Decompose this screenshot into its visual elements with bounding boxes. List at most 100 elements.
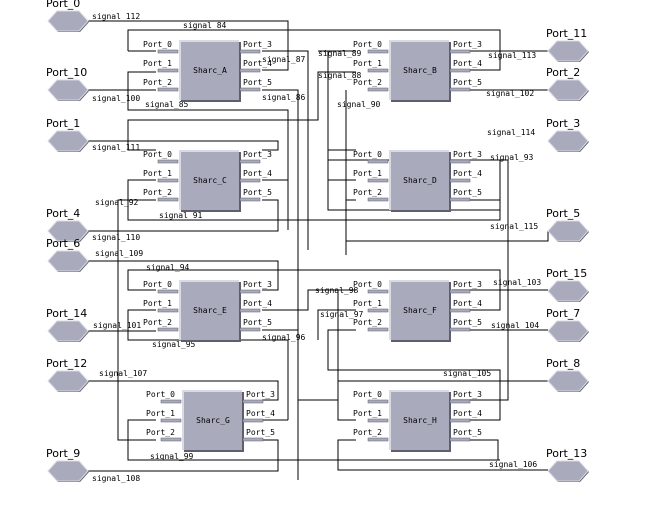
- block-port-port_3[interactable]: Port_3: [239, 40, 272, 54]
- wire: [117, 199, 156, 441]
- block-port-port_3[interactable]: Port_3: [449, 150, 482, 164]
- block-port-port_4[interactable]: Port_4: [239, 169, 272, 183]
- block-port-port_3[interactable]: Port_3: [449, 390, 482, 404]
- block-port-port_1[interactable]: Port_1: [353, 59, 389, 73]
- block-port-port_0[interactable]: Port_0: [143, 280, 179, 294]
- sharc-block-h[interactable]: Sharc_HPort_0Port_1Port_2Port_3Port_4Por…: [353, 390, 482, 452]
- block-port-port_3[interactable]: Port_3: [239, 280, 272, 294]
- block-port-port_0[interactable]: Port_0: [146, 390, 182, 404]
- block-port-port_1[interactable]: Port_1: [146, 409, 182, 423]
- block-port-port_0[interactable]: Port_0: [353, 150, 389, 164]
- io-hex[interactable]: [547, 220, 589, 242]
- block-port-port_4[interactable]: Port_4: [449, 59, 482, 73]
- wire: [88, 140, 279, 151]
- block-port-port_2[interactable]: Port_2: [143, 318, 179, 332]
- block-port-port_5[interactable]: Port_5: [239, 188, 272, 202]
- block-port-port_2[interactable]: Port_2: [146, 428, 182, 442]
- sharc-block-c[interactable]: Sharc_CPort_0Port_1Port_2Port_3Port_4Por…: [143, 150, 272, 212]
- block-port-port_2[interactable]: Port_2: [143, 78, 179, 92]
- io-port-port-3[interactable]: Port_3: [546, 117, 589, 152]
- sharc-block-d[interactable]: Sharc_DPort_0Port_1Port_2Port_3Port_4Por…: [353, 150, 482, 212]
- block-port-port_1[interactable]: Port_1: [143, 169, 179, 183]
- sharc-block-e[interactable]: Sharc_EPort_0Port_1Port_2Port_3Port_4Por…: [143, 280, 272, 342]
- io-port-port-9[interactable]: Port_9: [46, 447, 89, 482]
- block-port-port_5[interactable]: Port_5: [239, 318, 272, 332]
- sharc-block-a[interactable]: Sharc_APort_0Port_1Port_2Port_3Port_4Por…: [143, 40, 272, 102]
- io-port-port-14[interactable]: Port_14: [46, 307, 89, 342]
- io-hex[interactable]: [47, 370, 89, 392]
- block-port-port_3[interactable]: Port_3: [242, 390, 275, 404]
- io-hex[interactable]: [547, 40, 589, 62]
- block-port-port_1[interactable]: Port_1: [353, 409, 389, 423]
- block-port-port_5[interactable]: Port_5: [449, 428, 482, 442]
- io-port-port-0[interactable]: Port_0: [46, 0, 89, 32]
- io-hex[interactable]: [47, 10, 89, 32]
- block-port-port_5[interactable]: Port_5: [239, 78, 272, 92]
- block-port-port_1[interactable]: Port_1: [143, 59, 179, 73]
- block-port-port_0[interactable]: Port_0: [353, 40, 389, 54]
- io-hex[interactable]: [547, 320, 589, 342]
- io-hex[interactable]: [547, 79, 589, 101]
- block-body[interactable]: [391, 42, 449, 100]
- block-body[interactable]: [391, 152, 449, 210]
- block-port-port_2[interactable]: Port_2: [353, 318, 389, 332]
- block-port-port_0[interactable]: Port_0: [353, 390, 389, 404]
- io-port-port-4[interactable]: Port_4: [46, 207, 89, 242]
- block-port-port_0[interactable]: Port_0: [143, 150, 179, 164]
- sharc-block-f[interactable]: Sharc_FPort_0Port_1Port_2Port_3Port_4Por…: [353, 280, 482, 342]
- io-hex[interactable]: [547, 460, 589, 482]
- block-port-port_4[interactable]: Port_4: [449, 169, 482, 183]
- block-port-port_0[interactable]: Port_0: [143, 40, 179, 54]
- io-port-port-5[interactable]: Port_5: [546, 207, 589, 242]
- block-port-port_1[interactable]: Port_1: [353, 169, 389, 183]
- io-port-port-15[interactable]: Port_15: [546, 267, 589, 302]
- block-port-port_4[interactable]: Port_4: [239, 299, 272, 313]
- io-hex[interactable]: [47, 220, 89, 242]
- io-port-port-1[interactable]: Port_1: [46, 117, 89, 152]
- io-hex[interactable]: [547, 130, 589, 152]
- block-body[interactable]: [181, 42, 239, 100]
- block-port-port_4[interactable]: Port_4: [449, 299, 482, 313]
- io-port-port-13[interactable]: Port_13: [546, 447, 589, 482]
- io-port-port-12[interactable]: Port_12: [46, 357, 89, 392]
- block-port-port_0[interactable]: Port_0: [353, 280, 389, 294]
- block-port-port_4[interactable]: Port_4: [242, 409, 275, 423]
- io-hex[interactable]: [547, 370, 589, 392]
- block-port-port_3[interactable]: Port_3: [239, 150, 272, 164]
- io-port-port-7[interactable]: Port_7: [546, 307, 589, 342]
- block-port-port_2[interactable]: Port_2: [353, 428, 389, 442]
- sharc-block-b[interactable]: Sharc_BPort_0Port_1Port_2Port_3Port_4Por…: [353, 40, 482, 102]
- block-port-port_2[interactable]: Port_2: [353, 78, 389, 92]
- io-hex[interactable]: [47, 130, 89, 152]
- io-port-port-2[interactable]: Port_2: [546, 66, 589, 101]
- block-port-port_5[interactable]: Port_5: [449, 188, 482, 202]
- block-body[interactable]: [181, 282, 239, 340]
- io-port-port-6[interactable]: Port_6: [46, 237, 89, 272]
- block-port-port_5[interactable]: Port_5: [449, 78, 482, 92]
- block-body[interactable]: [184, 392, 242, 450]
- io-hex[interactable]: [47, 460, 89, 482]
- block-body[interactable]: [391, 392, 449, 450]
- io-port-port-8[interactable]: Port_8: [546, 357, 589, 392]
- block-body[interactable]: [391, 282, 449, 340]
- io-hex[interactable]: [547, 280, 589, 302]
- io-hex[interactable]: [47, 79, 89, 101]
- block-port-port_1[interactable]: Port_1: [353, 299, 389, 313]
- sharc-block-g[interactable]: Sharc_GPort_0Port_1Port_2Port_3Port_4Por…: [146, 390, 275, 452]
- block-port-port_2[interactable]: Port_2: [143, 188, 179, 202]
- block-body[interactable]: [181, 152, 239, 210]
- block-port-port_4[interactable]: Port_4: [239, 59, 272, 73]
- io-hex[interactable]: [47, 320, 89, 342]
- io-hex[interactable]: [47, 250, 89, 272]
- block-port-port_5[interactable]: Port_5: [242, 428, 275, 442]
- signal-label: signal_91: [159, 211, 203, 220]
- block-port-port_1[interactable]: Port_1: [143, 299, 179, 313]
- io-port-port-11[interactable]: Port_11: [546, 27, 589, 62]
- port-label: Port_0: [353, 390, 382, 399]
- block-port-port_4[interactable]: Port_4: [449, 409, 482, 423]
- block-port-port_3[interactable]: Port_3: [449, 40, 482, 54]
- block-port-port_2[interactable]: Port_2: [353, 188, 389, 202]
- block-port-port_5[interactable]: Port_5: [449, 318, 482, 332]
- io-port-port-10[interactable]: Port_10: [46, 66, 89, 101]
- block-port-port_3[interactable]: Port_3: [449, 280, 482, 294]
